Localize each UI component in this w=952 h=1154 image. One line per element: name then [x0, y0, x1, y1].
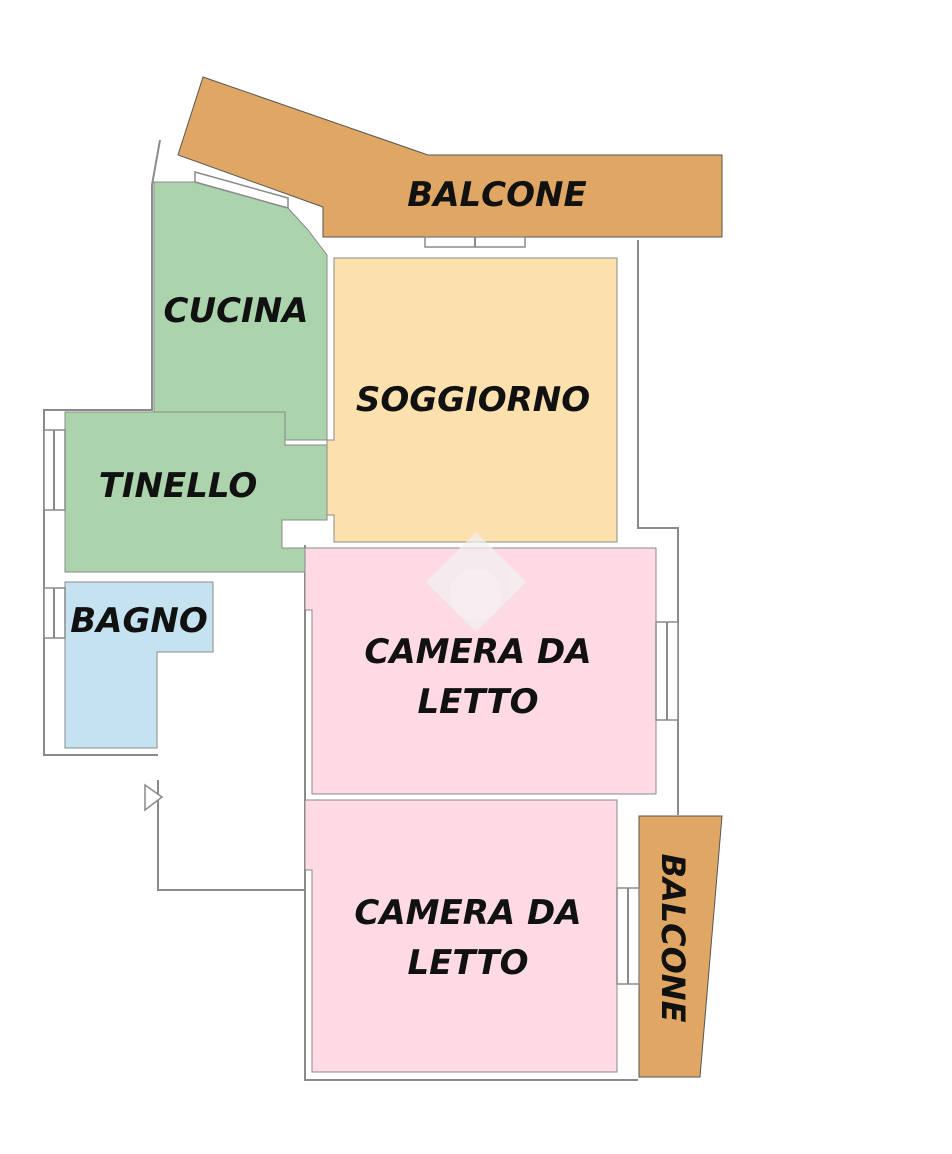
label-tinello: TINELLO — [99, 466, 258, 506]
label-bagno: BAGNO — [70, 601, 208, 641]
house-watermark-icon — [426, 532, 526, 632]
label-balcone-right: BALCONE — [654, 854, 692, 1023]
label-camera-2-line2: LETTO — [408, 943, 529, 983]
room-tinello — [64, 411, 328, 573]
room-camera-2 — [304, 799, 618, 1073]
label-balcone-top: BALCONE — [407, 175, 586, 215]
label-soggiorno: SOGGIORNO — [356, 380, 590, 420]
windows — [43, 171, 679, 985]
room-balcone-right — [638, 815, 723, 1078]
label-camera-2-line1: CAMERA DA — [354, 893, 581, 933]
room-bagno — [64, 581, 214, 749]
label-camera-1-line1: CAMERA DA — [364, 632, 591, 672]
room-soggiorno — [326, 257, 618, 543]
room-camera-1 — [304, 547, 657, 795]
entrance-arrow-icon — [144, 783, 164, 812]
label-cucina: CUCINA — [164, 291, 309, 331]
label-camera-1-line2: LETTO — [418, 682, 539, 722]
